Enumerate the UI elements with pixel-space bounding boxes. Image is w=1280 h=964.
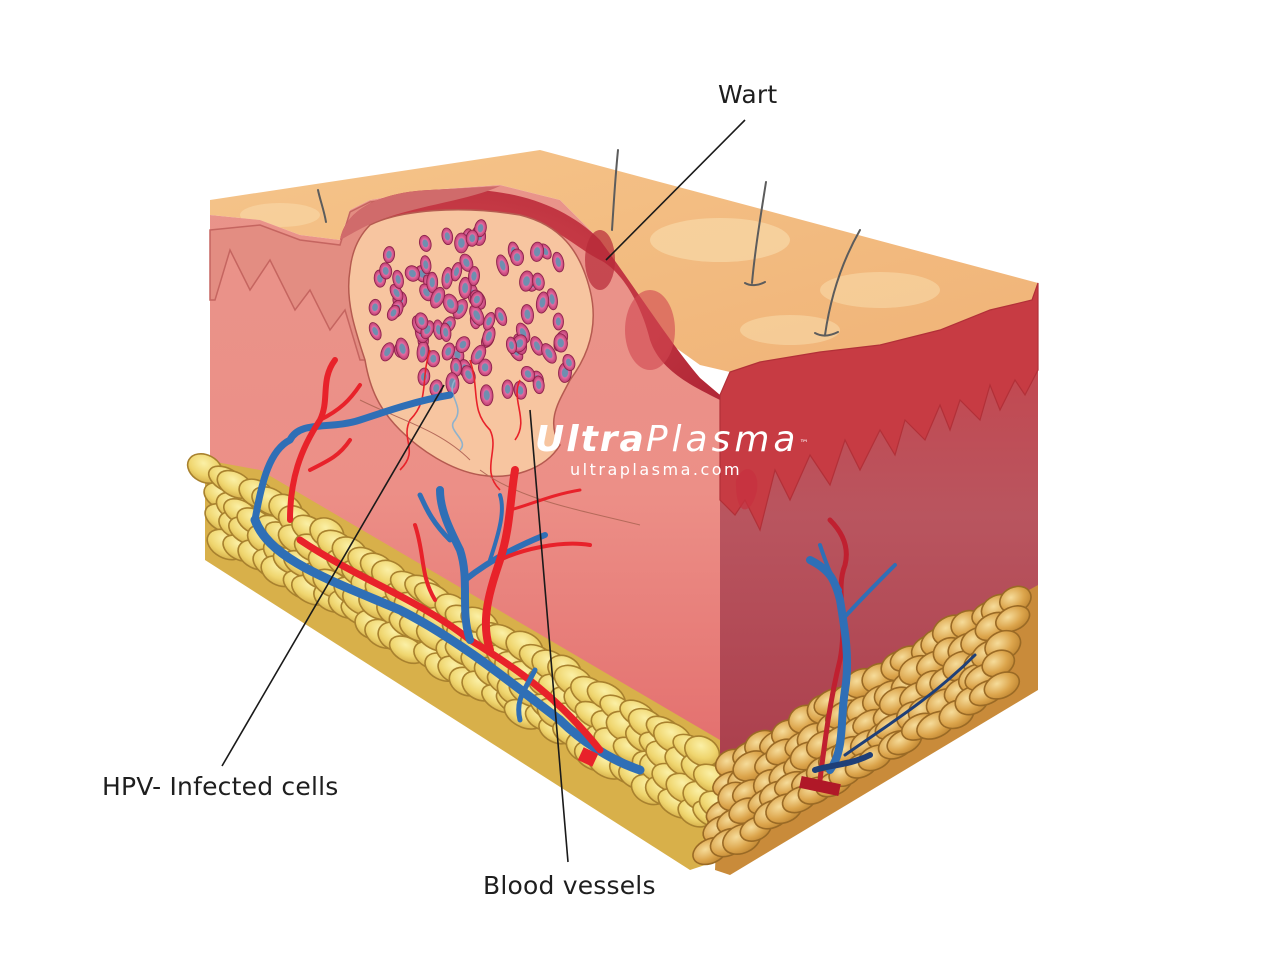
watermark-url: ultraplasma.com	[570, 460, 743, 479]
label-hpv-infected-cells: HPV- Infected cells	[102, 772, 339, 801]
wart-lesion	[340, 186, 720, 400]
trademark-symbol: ™	[799, 439, 811, 449]
hairs	[317, 149, 861, 337]
blood-vessels-leader-line	[529, 409, 569, 863]
leader-lines	[221, 119, 746, 863]
blood-vessels-right	[799, 517, 977, 797]
skin-right-face	[719, 282, 1039, 800]
label-wart: Wart	[718, 80, 778, 109]
label-blood-vessels: Blood vessels	[483, 871, 656, 900]
hpv-leader-line	[221, 384, 445, 767]
watermark-brand-bold: Ultra	[535, 419, 646, 460]
subcutaneous-fat-right	[692, 585, 1038, 875]
blood-vessels-front	[250, 357, 645, 775]
watermark: UltraPlasma™ ultraplasma.com	[535, 420, 810, 480]
watermark-brand-light: Plasma	[645, 419, 800, 460]
capillaries	[359, 349, 641, 526]
wart-leader-line	[605, 119, 746, 261]
watermark-brand: UltraPlasma™	[535, 420, 810, 460]
